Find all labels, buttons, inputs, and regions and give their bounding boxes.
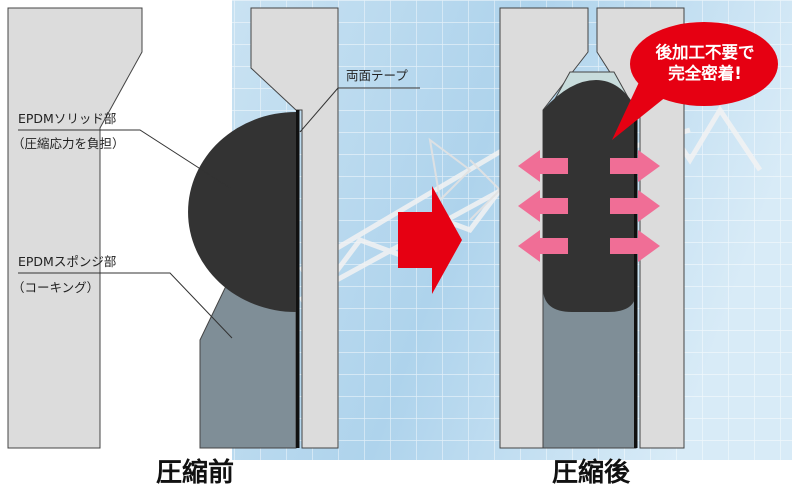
double-sided-tape-after	[634, 108, 638, 448]
after-assembly	[499, 7, 685, 449]
callout-bubble	[612, 22, 778, 140]
leader-lines	[18, 87, 420, 339]
left-frame-before	[7, 7, 143, 449]
compression-arrow	[398, 186, 462, 294]
before-assembly	[7, 7, 339, 449]
pressure-arrow-right-2	[610, 190, 660, 222]
pressure-arrow-left-3	[518, 230, 568, 262]
solid-sublabel: （圧縮応力を負担）	[12, 136, 125, 151]
caption-after: 圧縮後	[552, 458, 631, 488]
pressure-arrow-left-1	[518, 150, 568, 182]
pressure-arrow-right-1	[610, 150, 660, 182]
sponge-label: EPDMスポンジ部	[18, 254, 117, 269]
caption-before: 圧縮前	[156, 458, 235, 488]
solid-label: EPDMソリッド部	[18, 111, 117, 126]
epdm-solid-after	[543, 80, 636, 312]
epdm-sponge-after	[542, 291, 637, 449]
pressure-arrow-left-2	[518, 190, 568, 222]
pressure-arrow-right-3	[610, 230, 660, 262]
double-sided-tape-before	[296, 110, 300, 448]
pressure-arrows	[518, 150, 660, 262]
tape-label: 両面テープ	[346, 68, 408, 83]
callout-line-1: 後加工不要で	[655, 43, 755, 62]
right-frame-before	[250, 7, 339, 449]
callout-text: 後加工不要で 完全密着!	[650, 42, 760, 84]
epdm-solid-before	[188, 112, 296, 312]
sponge-sublabel: （コーキング）	[12, 280, 100, 295]
callout-line-2: 完全密着!	[668, 64, 742, 84]
